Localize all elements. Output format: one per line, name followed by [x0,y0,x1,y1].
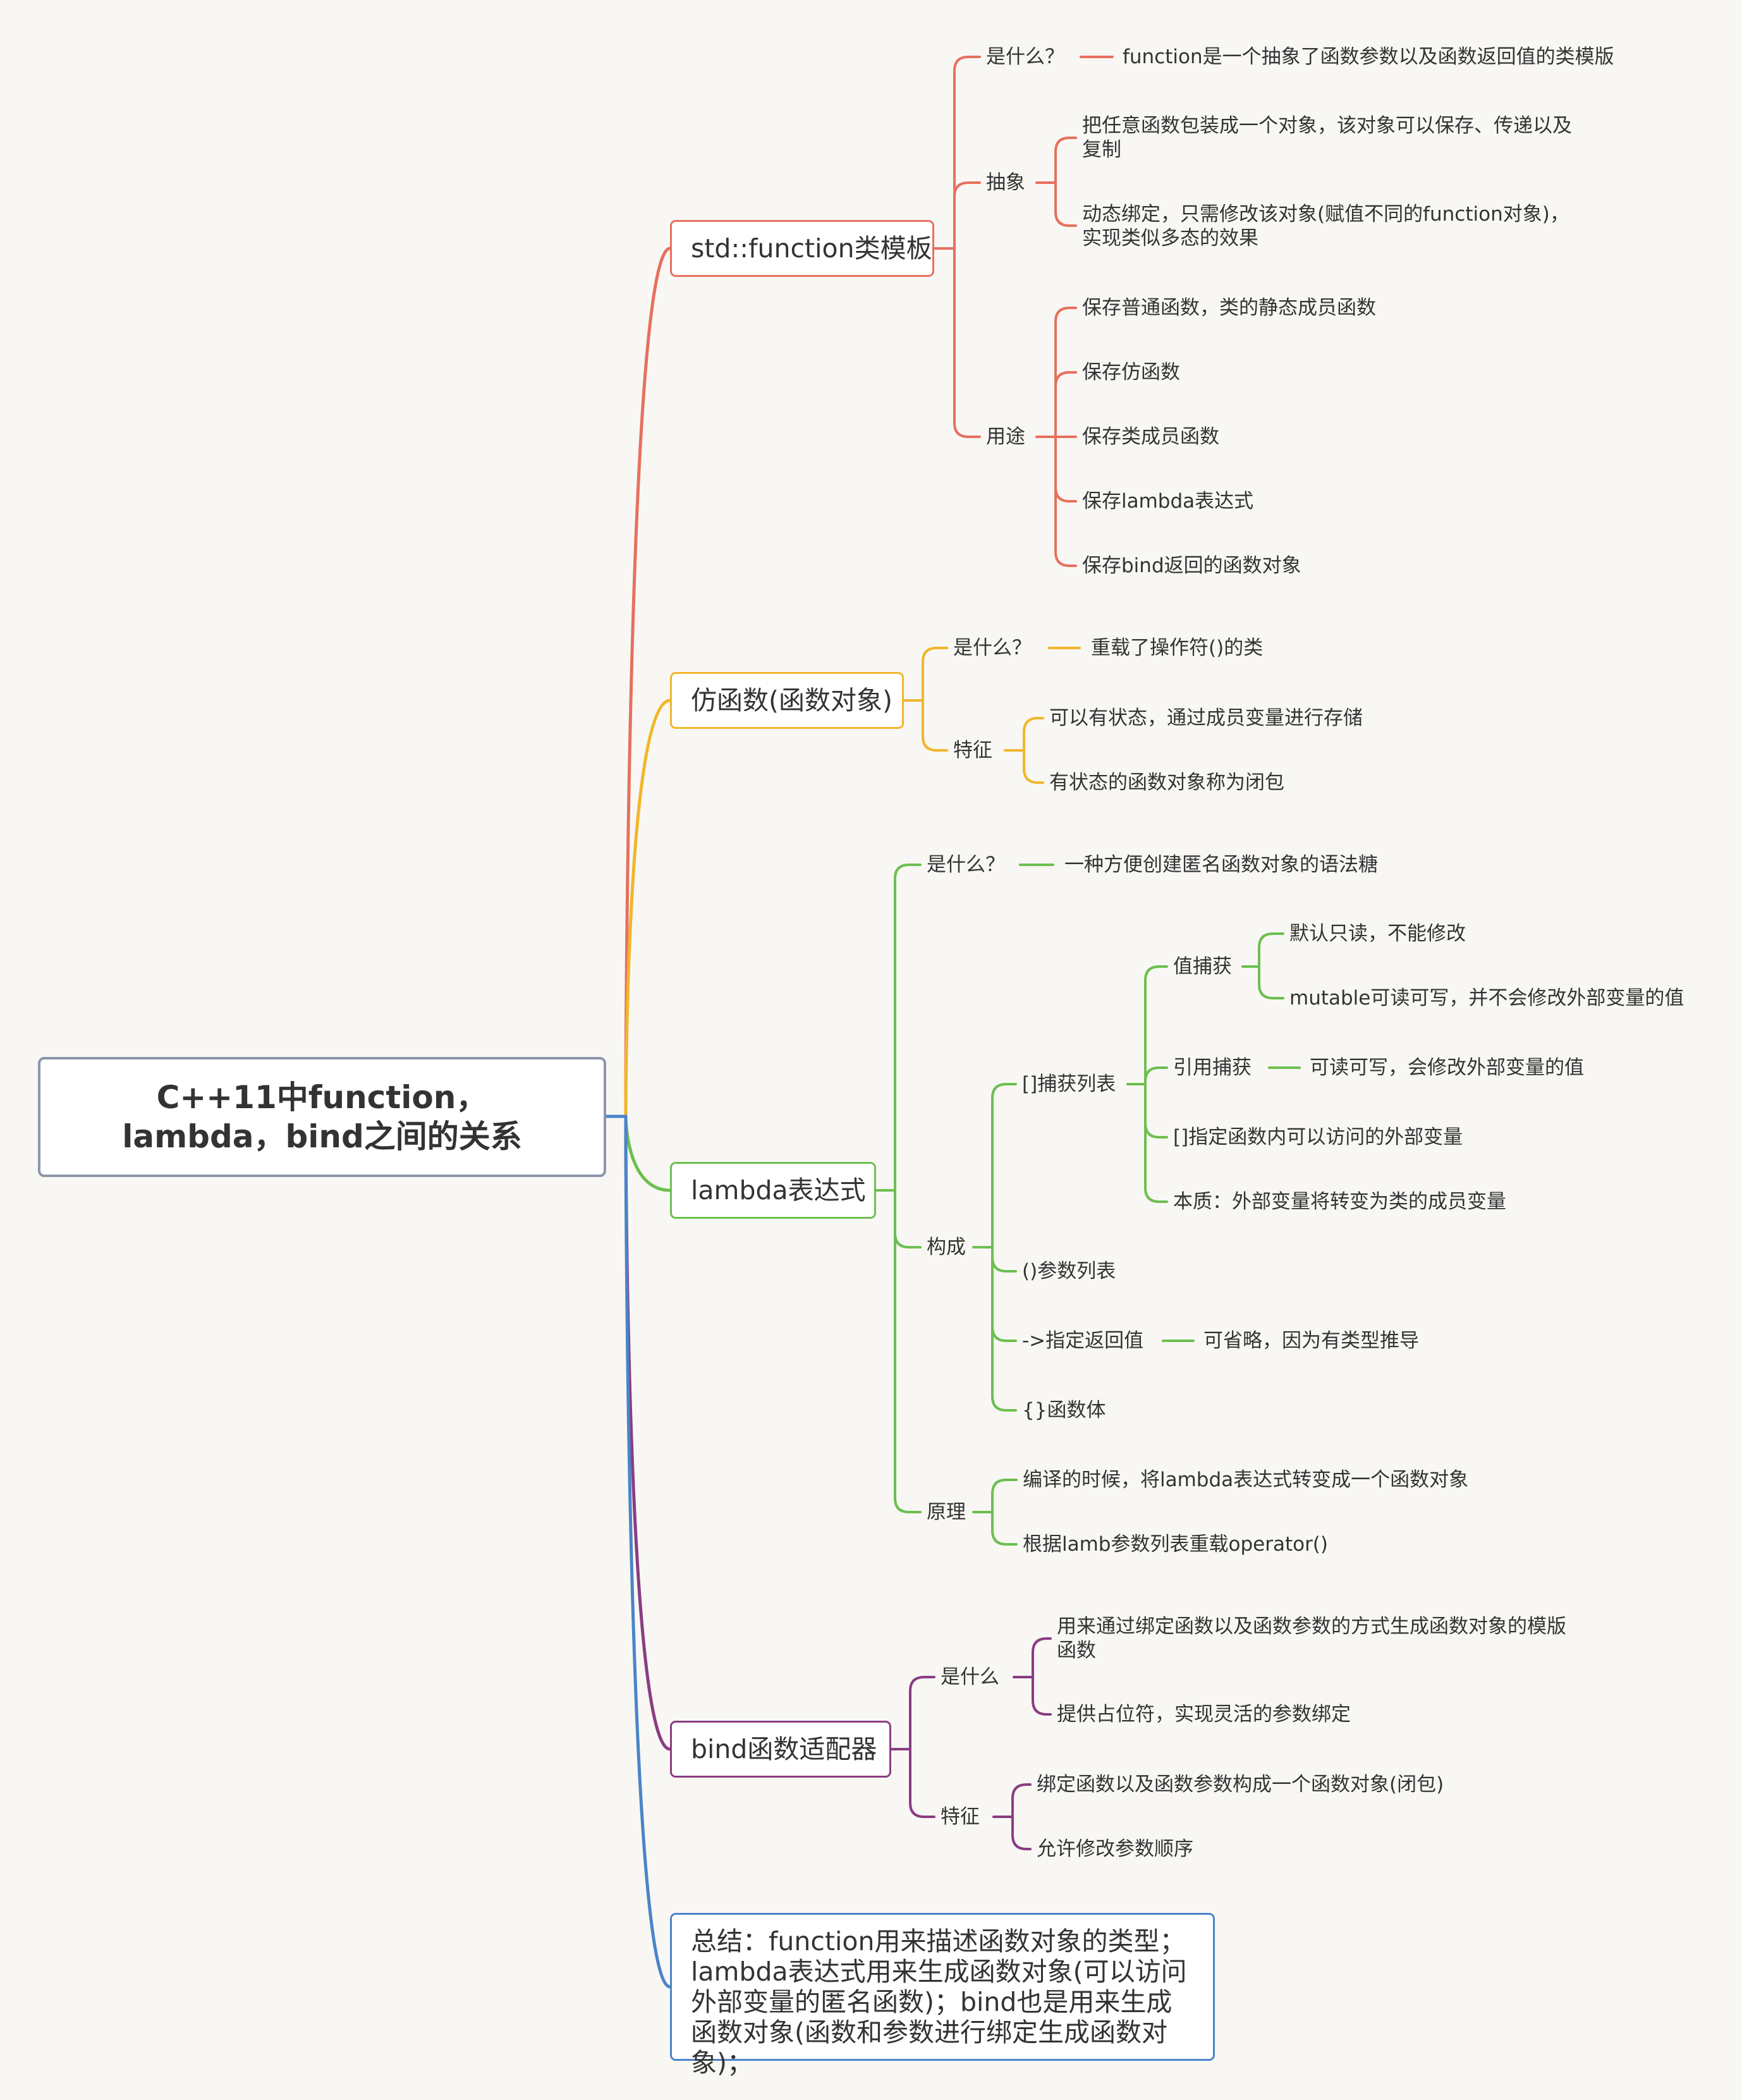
functor-feature-label[interactable]: 特征 [953,739,992,762]
topic-lambda[interactable]: lambda表达式 [670,1162,876,1219]
functor-feature-item-2[interactable]: 有状态的函数对象称为闭包 [1049,771,1284,794]
connector-root-lambda [605,1114,672,1192]
connector-functor-feature-branch-1 [1023,717,1044,752]
topic-functor-label: 仿函数(函数对象) [691,685,892,716]
connector-lambda-capture-branch-4 [1144,1083,1168,1203]
bind-what-label[interactable]: 是什么 [941,1666,999,1688]
connector-functor-branch-1 [922,647,948,702]
lambda-capture-essence[interactable]: 本质：外部变量将转变为类的成员变量 [1173,1190,1506,1213]
connector-function-usage-branch-2 [1054,371,1077,438]
function-what-value[interactable]: function是一个抽象了函数参数以及函数返回值的类模版 [1123,46,1614,68]
function-usage-item-5[interactable]: 保存bind返回的函数对象 [1082,554,1301,577]
function-usage-item-3[interactable]: 保存类成员函数 [1082,425,1219,448]
connector-function-usage-branch-5 [1054,436,1077,567]
connector-lambda-compose-branch-3 [991,1246,1017,1342]
connector-function-branch-1 [953,56,981,250]
connector-function-usage-branch-1 [1054,307,1077,438]
functor-feature-item-1[interactable]: 可以有状态，通过成员变量进行存储 [1049,707,1363,730]
lambda-ref-capture-label[interactable]: 引用捕获 [1173,1056,1252,1079]
connector-bind-what-branch-1 [1032,1637,1052,1678]
connector-function-branch-2 [953,181,981,250]
lambda-capture-label[interactable]: []捕获列表 [1022,1073,1116,1096]
summary-text: 总结：function用来描述函数对象的类型；lambda表达式用来生成函数对象… [691,1926,1187,2078]
lambda-what-label[interactable]: 是什么？ [927,853,1005,876]
bind-feature-item-1[interactable]: 绑定函数以及函数参数构成一个函数对象(闭包) [1037,1773,1444,1796]
topic-functor[interactable]: 仿函数(函数对象) [670,672,904,729]
connector-bind-feature-branch-1 [1011,1783,1032,1818]
lambda-value-capture-item-2[interactable]: mutable可读可写，并不会修改外部变量的值 [1289,987,1684,1010]
connector-functor-feature-branch-2 [1023,749,1044,784]
connector-lambda-compose-branch-2 [991,1246,1017,1273]
connector-bind-branch-1 [909,1676,935,1750]
connector-function-abstract-branch-2 [1054,181,1077,227]
connector-lambda-branch-1 [894,864,922,1192]
function-usage-item-4[interactable]: 保存lambda表达式 [1082,490,1254,513]
function-abstract-item-2[interactable]: 动态绑定，只需修改该对象(赋值不同的function对象)，实现类似多态的效果 [1082,203,1569,250]
bind-what-item-2[interactable]: 提供占位符，实现灵活的参数绑定 [1057,1703,1351,1726]
lambda-compose-label[interactable]: 构成 [927,1236,966,1259]
connector-root-bind [605,1114,672,1751]
connector-lambda-branch-3 [894,1189,922,1513]
function-abstract-item-1[interactable]: 把任意函数包装成一个对象，该对象可以保存、传递以及复制 [1082,114,1572,161]
connector-lambda-capture-branch-2 [1144,1066,1168,1085]
root-topic[interactable]: C++11中function，lambda，bind之间的关系 [38,1057,606,1177]
lambda-principle-item-2[interactable]: 根据lamb参数列表重载operator() [1023,1533,1328,1556]
connector-root-summary [605,1114,672,1989]
lambda-principle-label[interactable]: 原理 [927,1501,966,1523]
lambda-return-label[interactable]: ->指定返回值 [1022,1329,1144,1352]
function-usage-item-2[interactable]: 保存仿函数 [1082,361,1180,384]
topic-lambda-label: lambda表达式 [691,1175,866,1206]
function-usage-item-1[interactable]: 保存普通函数，类的静态成员函数 [1082,296,1376,319]
topic-bind[interactable]: bind函数适配器 [670,1721,891,1778]
lambda-principle-item-1[interactable]: 编译的时候，将lambda表达式转变成一个函数对象 [1023,1468,1469,1491]
connector-lambda-compose-branch-1 [991,1083,1017,1248]
topic-std-function[interactable]: std::function类模板 [670,220,934,277]
functor-what-label[interactable]: 是什么？ [953,637,1032,659]
lambda-return-value[interactable]: 可省略，因为有类型推导 [1203,1329,1419,1352]
connector-function-abstract-branch-1 [1054,137,1077,184]
lambda-ref-capture-value[interactable]: 可读可写，会修改外部变量的值 [1310,1056,1584,1079]
topic-bind-label: bind函数适配器 [691,1734,877,1764]
connector-lambda-capture-branch-1 [1144,965,1168,1085]
connector-lambda-compose-branch-4 [991,1246,1017,1412]
bind-feature-item-2[interactable]: 允许修改参数顺序 [1037,1838,1193,1860]
connector-root-function [605,247,672,1118]
connector-function-branch-3 [953,247,981,438]
lambda-body-label[interactable]: {}函数体 [1022,1399,1106,1422]
function-usage-label[interactable]: 用途 [986,425,1025,448]
lambda-params-label[interactable]: ()参数列表 [1022,1260,1116,1283]
lambda-what-value[interactable]: 一种方便创建匿名函数对象的语法糖 [1064,853,1378,876]
connector-lambda-branch-2 [894,1189,922,1248]
topic-std-function-label: std::function类模板 [691,233,932,264]
connector-functor-branch-2 [922,699,948,752]
function-what-label[interactable]: 是什么？ [986,46,1064,68]
lambda-capture-spec[interactable]: []指定函数内可以访问的外部变量 [1173,1126,1463,1149]
connector-lambda-value-capture-branch-1 [1258,932,1284,968]
lambda-value-capture-label[interactable]: 值捕获 [1173,955,1232,978]
bind-what-item-1[interactable]: 用来通过绑定函数以及函数参数的方式生成函数对象的模版函数 [1057,1615,1566,1662]
connector-lambda-value-capture-branch-2 [1258,965,1284,999]
connector-bind-branch-2 [909,1748,935,1818]
connector-root-functor [605,699,672,1118]
connector-bind-feature-branch-2 [1011,1816,1032,1850]
connector-bind-what-branch-2 [1032,1676,1052,1716]
connector-function-usage-branch-4 [1054,436,1077,503]
connector-lambda-principle-branch-2 [991,1511,1018,1546]
root-title: C++11中function，lambda，bind之间的关系 [122,1079,522,1155]
connector-lambda-capture-branch-3 [1144,1083,1168,1139]
bind-feature-label[interactable]: 特征 [941,1805,980,1828]
function-abstract-label[interactable]: 抽象 [986,171,1025,194]
functor-what-value[interactable]: 重载了操作符()的类 [1091,637,1264,659]
connector-lambda-principle-branch-1 [991,1479,1018,1513]
lambda-value-capture-item-1[interactable]: 默认只读，不能修改 [1289,922,1466,945]
summary-topic[interactable]: 总结：function用来描述函数对象的类型；lambda表达式用来生成函数对象… [670,1913,1215,2078]
